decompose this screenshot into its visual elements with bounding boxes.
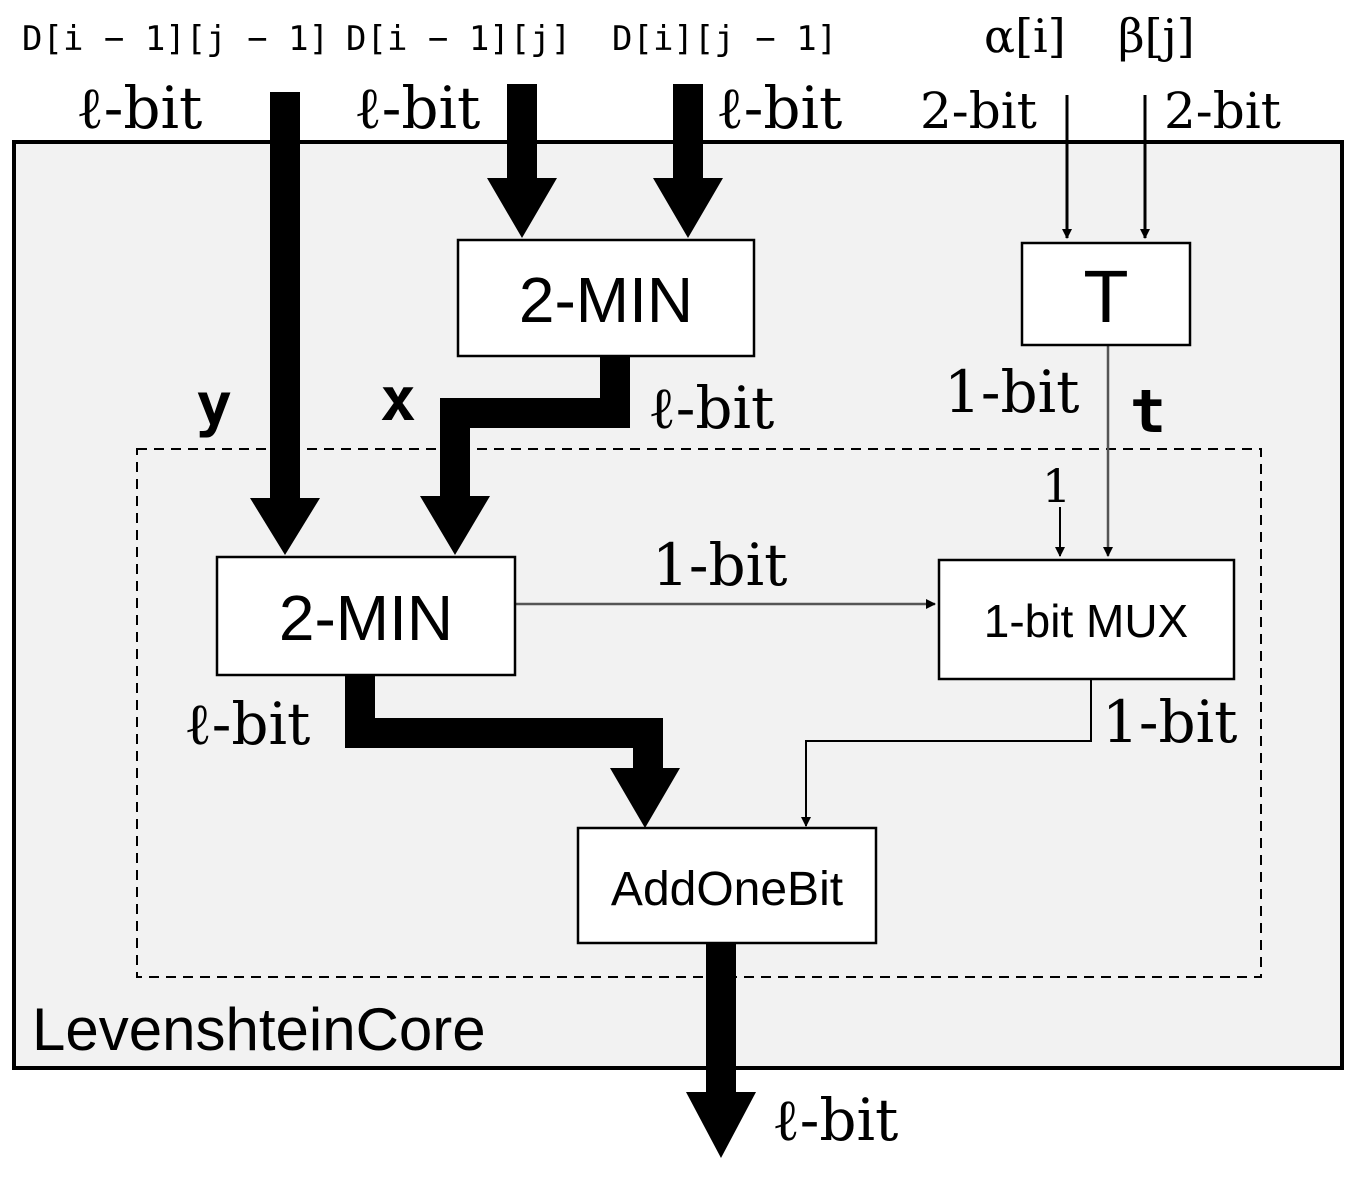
input-beta-label: β[j] (1118, 9, 1195, 63)
mux-label: 1-bit MUX (984, 595, 1188, 647)
add-one-bit-block: AddOneBit (576, 826, 878, 945)
width-mux-to-add: 1-bit (1102, 688, 1237, 756)
input-alpha-label: α[i] (984, 9, 1066, 63)
wire-d-up (487, 84, 557, 238)
top-2-min-label: 2-MIN (519, 264, 693, 336)
core-label: LevenshteinCore (32, 996, 486, 1063)
width-t: 1-bit (944, 358, 1079, 426)
top-2-min-block: 2-MIN (456, 238, 756, 358)
input-d-left-label: D[i][j − 1] (612, 19, 837, 59)
t-block: T (1020, 241, 1192, 347)
width-min-to-mux: 1-bit (652, 531, 787, 599)
inner-2-min-label: 2-MIN (279, 582, 453, 654)
width-beta: 2-bit (1164, 82, 1281, 140)
mux-block: 1-bit MUX (937, 558, 1236, 681)
add-one-bit-label: AddOneBit (611, 863, 843, 916)
width-d-left: ℓ-bit (716, 74, 842, 142)
width-d-diag: ℓ-bit (76, 74, 202, 142)
input-d-diag-label: D[i − 1][j − 1] (22, 19, 329, 59)
inner-2-min-block: 2-MIN (215, 555, 517, 677)
width-alpha: 2-bit (920, 82, 1037, 140)
signal-y: y (196, 370, 232, 440)
input-d-up-label: D[i − 1][j] (346, 19, 571, 59)
wire-output (686, 943, 756, 1158)
width-d-up: ℓ-bit (354, 74, 480, 142)
signal-t: t (1130, 377, 1166, 447)
wire-d-left (653, 84, 723, 238)
wire-x (420, 356, 630, 555)
t-block-label: T (1083, 255, 1128, 338)
wire-y (250, 92, 320, 555)
width-output: ℓ-bit (772, 1086, 898, 1154)
signal-const-one: 1 (1042, 459, 1071, 513)
inner-dashed-region (136, 448, 1262, 978)
wire-min-to-add (345, 675, 680, 828)
width-x: ℓ-bit (648, 374, 774, 442)
wire-mux-to-add (801, 680, 1092, 827)
signal-x: x (380, 365, 416, 435)
width-min-to-add: ℓ-bit (184, 690, 310, 758)
